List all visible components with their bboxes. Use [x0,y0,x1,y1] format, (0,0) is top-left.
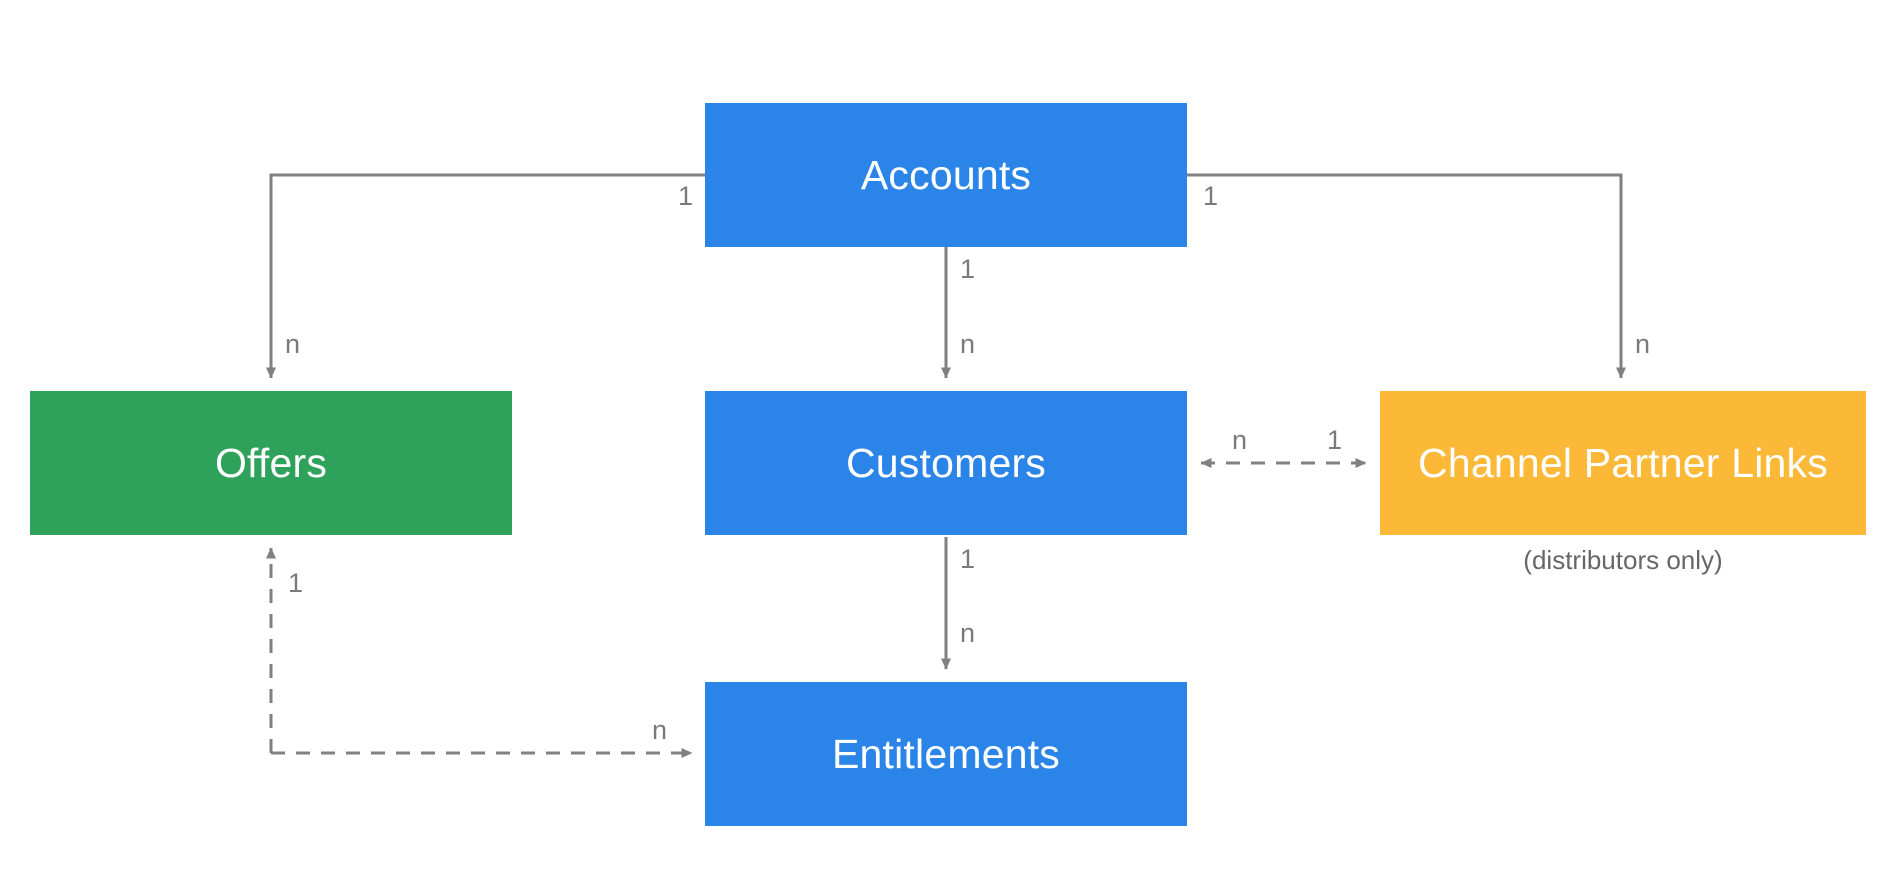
edge-label-accounts-offers-to: n [285,329,301,359]
edge-label-accounts-cpl-from: 1 [1203,181,1219,211]
node-customers-label: Customers [845,439,1046,486]
edge-label-accounts-cpl-to: n [1635,329,1651,359]
node-channel-partner-links-label: Channel Partner Links [1418,439,1828,486]
node-customers[interactable]: Customers [705,391,1187,535]
edge-label-customers-cpl-from: n [1232,425,1248,455]
node-accounts-label: Accounts [860,151,1032,198]
edge-label-customers-entitlements-to: n [960,618,976,648]
edge-label-accounts-customers-from: 1 [960,254,976,284]
edge-label-accounts-offers-from: 1 [678,181,694,211]
node-entitlements[interactable]: Entitlements [705,682,1187,826]
edge-accounts-cpl [1187,173,1626,379]
edge-label-offers-entitlements-to: n [652,715,668,745]
node-offers[interactable]: Offers [30,391,512,535]
node-accounts[interactable]: Accounts [705,103,1187,247]
edge-label-accounts-customers-to: n [960,329,976,359]
edge-label-offers-entitlements-from: 1 [288,568,304,598]
edge-label-customers-entitlements-from: 1 [960,544,976,574]
node-entitlements-label: Entitlements [831,730,1060,777]
node-channel-partner-links[interactable]: Channel Partner Links [1380,391,1866,535]
edge-accounts-offers [266,173,705,379]
node-offers-label: Offers [214,439,328,486]
node-channel-partner-links-caption: (distributors only) [1523,545,1723,575]
edge-label-customers-cpl-to: 1 [1327,425,1343,455]
